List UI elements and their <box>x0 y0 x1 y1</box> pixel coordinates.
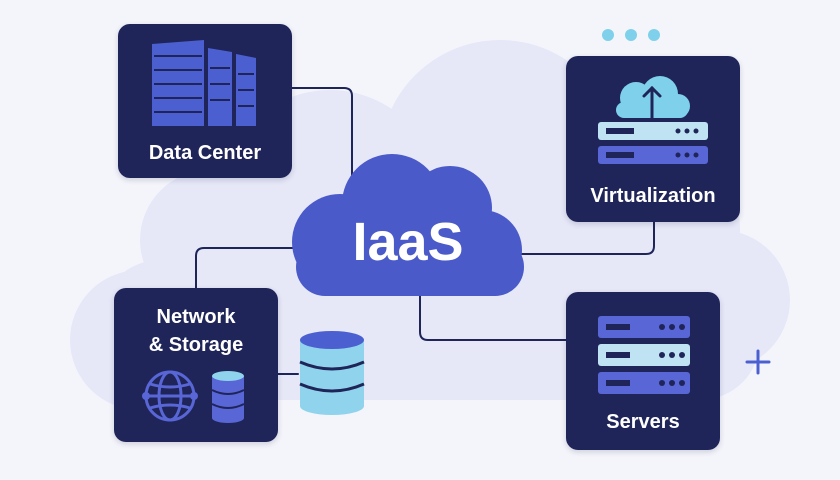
servers-label: Servers <box>606 411 680 433</box>
data-center-label: Data Center <box>148 142 262 164</box>
decor-dot-icon <box>625 29 637 41</box>
virtualization-label: Virtualization <box>590 185 716 207</box>
wire-network-storage <box>195 247 309 289</box>
building-icon <box>152 40 256 126</box>
plus-icon <box>745 349 771 375</box>
database-stack-icon <box>299 331 365 415</box>
network-storage-card: Network & Storage <box>114 288 278 442</box>
server-rack-icon <box>598 316 690 394</box>
decor-dot-icon <box>602 29 614 41</box>
wire-virtualization <box>517 221 655 255</box>
network-storage-label-line1: Network <box>156 306 236 328</box>
servers-card: Servers <box>566 292 720 450</box>
globe-icon <box>142 370 198 422</box>
cloud-shape <box>292 154 524 296</box>
cloud-upload-server-icon <box>598 76 708 164</box>
iaas-hub-cloud: IaaS <box>282 146 534 298</box>
wire-servers <box>419 295 567 341</box>
network-storage-label-line2: & Storage <box>148 334 244 356</box>
database-icon <box>211 371 245 423</box>
hub-label: IaaS <box>352 212 464 272</box>
decor-dot-icon <box>648 29 660 41</box>
virtualization-card: Virtualization <box>566 56 740 222</box>
data-center-card: Data Center <box>118 24 292 178</box>
wire-data-center <box>291 87 353 181</box>
